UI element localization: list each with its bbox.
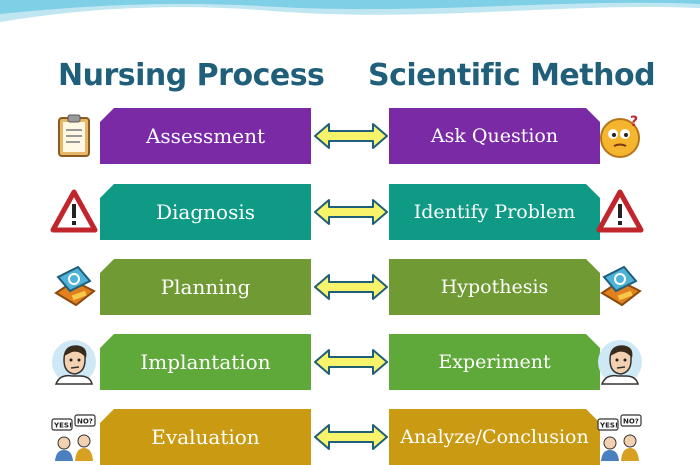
nursing-step-box: Planning xyxy=(100,259,311,315)
double-arrow-icon xyxy=(314,424,388,450)
scientific-step-box: Experiment xyxy=(389,334,600,390)
double-arrow-icon xyxy=(314,199,388,225)
clipboard-icon xyxy=(50,112,98,160)
scientific-step-label: Ask Question xyxy=(430,125,559,147)
scientific-step-label: Experiment xyxy=(438,351,551,373)
question-emoticon-icon: ? xyxy=(596,112,644,160)
nursing-step-box: Evaluation xyxy=(100,409,311,465)
person-thinking-icon xyxy=(596,338,644,386)
scientific-step-label: Identify Problem xyxy=(413,201,576,223)
scientific-step-box: Identify Problem xyxy=(389,184,600,240)
double-arrow-icon xyxy=(314,349,388,375)
double-arrow-icon xyxy=(314,123,388,149)
planning-board-icon xyxy=(50,263,98,311)
nursing-step-box: Implantation xyxy=(100,334,311,390)
double-arrow-icon xyxy=(314,274,388,300)
comparison-row: Assessment Ask Question ? xyxy=(0,108,700,164)
svg-text:YES!: YES! xyxy=(599,422,618,430)
scientific-step-box: Hypothesis xyxy=(389,259,600,315)
yes-no-people-icon: YES! NO? xyxy=(596,413,644,461)
nursing-step-label: Evaluation xyxy=(151,425,260,449)
nursing-step-label: Planning xyxy=(160,275,251,299)
svg-text:NO?: NO? xyxy=(77,418,93,426)
svg-text:?: ? xyxy=(630,114,638,130)
yes-no-people-icon: YES! NO? xyxy=(50,413,98,461)
scientific-step-box: Ask Question xyxy=(389,108,600,164)
nursing-step-box: Diagnosis xyxy=(100,184,311,240)
comparison-row: Implantation Experiment xyxy=(0,334,700,390)
scientific-step-box: Analyze/Conclusion xyxy=(389,409,600,465)
comparison-row: YES! NO? Evaluation Analyze/Conclusion Y… xyxy=(0,409,700,465)
scientific-method-heading: Scientific Method xyxy=(368,58,656,93)
nursing-step-label: Diagnosis xyxy=(155,200,255,224)
comparison-row: Diagnosis Identify Problem xyxy=(0,184,700,240)
nursing-step-box: Assessment xyxy=(100,108,311,164)
planning-board-icon xyxy=(596,263,644,311)
comparison-row: Planning Hypothesis xyxy=(0,259,700,315)
nursing-step-label: Assessment xyxy=(145,124,266,148)
nursing-process-heading: Nursing Process xyxy=(58,58,325,93)
nursing-step-label: Implantation xyxy=(140,350,271,374)
scientific-step-label: Hypothesis xyxy=(440,276,549,298)
svg-text:YES!: YES! xyxy=(53,422,72,430)
decorative-wave xyxy=(0,0,700,22)
svg-text:NO?: NO? xyxy=(623,418,639,426)
person-thinking-icon xyxy=(50,338,98,386)
warning-icon xyxy=(596,188,644,236)
scientific-step-label: Analyze/Conclusion xyxy=(400,426,589,448)
warning-icon xyxy=(50,188,98,236)
